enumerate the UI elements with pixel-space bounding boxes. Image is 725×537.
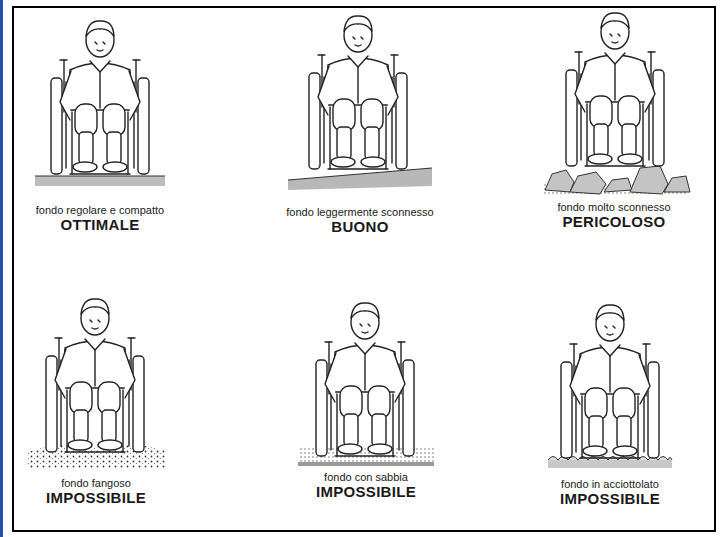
rating-label: PERICOLOSO [562, 214, 665, 231]
wheelchair-user [316, 303, 414, 456]
ground-smooth [35, 176, 165, 186]
wheelchair-user [51, 21, 149, 174]
surface-caption: fondo molto sconnesso [557, 201, 670, 213]
ground-rocky [542, 166, 690, 194]
wheelchair-user [566, 13, 664, 166]
rating-label: IMPOSSIBILE [316, 484, 416, 501]
rating-label: IMPOSSIBILE [560, 491, 660, 508]
rating-label: BUONO [331, 219, 388, 236]
side-rule [0, 0, 3, 537]
surface-caption: fondo con sabbia [324, 471, 408, 483]
wheelchair-user [46, 299, 144, 452]
rating-label: OTTIMALE [60, 217, 139, 234]
wheelchair-user [561, 305, 659, 458]
wheelchair-user [309, 16, 407, 169]
surface-caption: fondo in acciottolato [561, 478, 659, 490]
surface-caption: fondo leggermente sconnesso [286, 206, 433, 218]
ground-uneven [288, 168, 432, 190]
rating-label: IMPOSSIBILE [46, 490, 146, 507]
surface-caption: fondo regolare e compatto [36, 204, 164, 216]
surface-caption: fondo fangoso [61, 477, 131, 489]
